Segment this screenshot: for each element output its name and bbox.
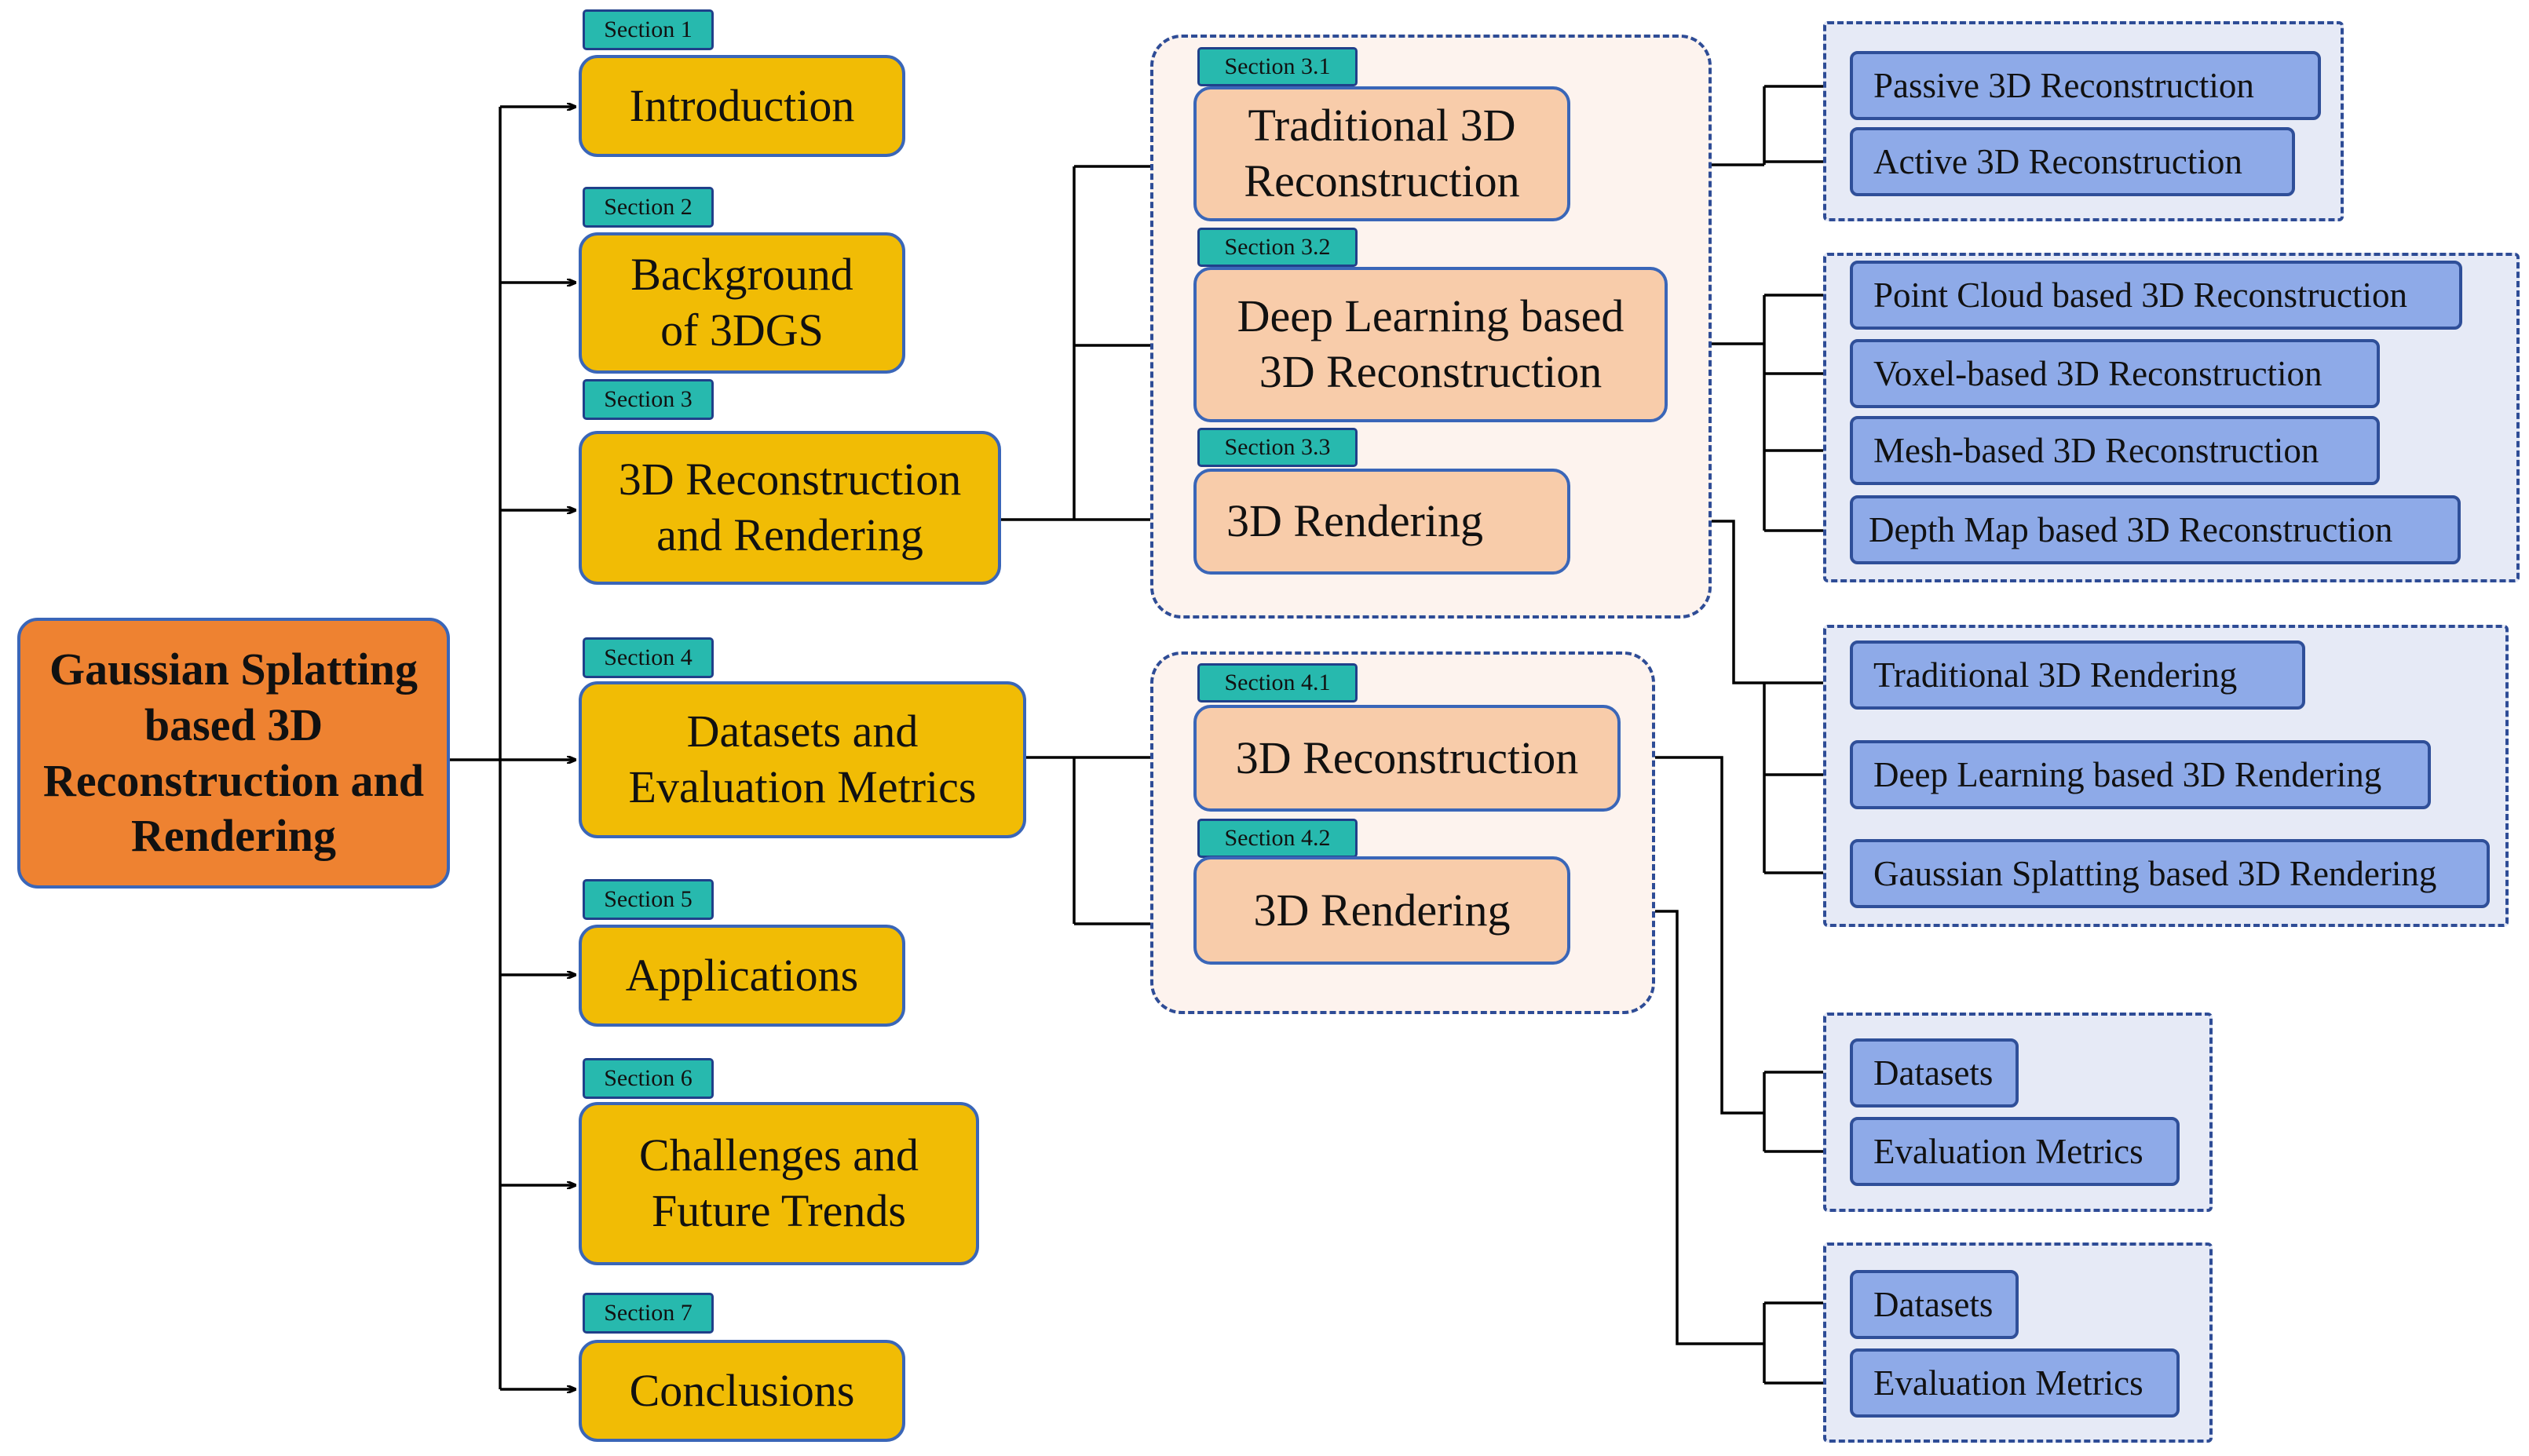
section-3-1-tag: Section 3.1: [1197, 47, 1358, 86]
leaf-mesh-reconstruction: Mesh-based 3D Reconstruction: [1850, 416, 2380, 485]
root-node: Gaussian Splatting based 3D Reconstructi…: [17, 618, 450, 889]
leaf-reconstruction-evaluation-metrics: Evaluation Metrics: [1850, 1117, 2180, 1186]
leaf-traditional-rendering: Traditional 3D Rendering: [1850, 640, 2305, 710]
leaf-gaussian-splatting-rendering: Gaussian Splatting based 3D Rendering: [1850, 839, 2490, 908]
section-3-3-tag: Section 3.3: [1197, 428, 1358, 467]
section-5-node: Applications: [579, 925, 905, 1027]
leaf-rendering-evaluation-metrics: Evaluation Metrics: [1850, 1348, 2180, 1418]
section-3-3-node: 3D Rendering: [1193, 469, 1570, 575]
section-7-node: Conclusions: [579, 1340, 905, 1442]
section-4-2-tag: Section 4.2: [1197, 819, 1358, 858]
section-6-tag: Section 6: [583, 1058, 714, 1099]
section-5-tag: Section 5: [583, 879, 714, 920]
leaf-reconstruction-datasets: Datasets: [1850, 1038, 2019, 1108]
leaf-passive-3d-reconstruction: Passive 3D Reconstruction: [1850, 51, 2321, 120]
section-1-node: Introduction: [579, 55, 905, 157]
section-3-2-tag: Section 3.2: [1197, 228, 1358, 267]
leaf-voxel-reconstruction: Voxel-based 3D Reconstruction: [1850, 339, 2380, 408]
section-4-1-node: 3D Reconstruction: [1193, 705, 1621, 812]
section-4-tag: Section 4: [583, 637, 714, 678]
section-4-1-tag: Section 4.1: [1197, 663, 1358, 702]
section-3-2-node: Deep Learning based 3D Reconstruction: [1193, 267, 1668, 422]
section-3-node: 3D Reconstruction and Rendering: [579, 431, 1001, 585]
section-1-tag: Section 1: [583, 9, 714, 50]
section-6-node: Challenges and Future Trends: [579, 1102, 979, 1265]
connector-4-1-trunk: [1621, 756, 1764, 1115]
leaf-deep-learning-rendering: Deep Learning based 3D Rendering: [1850, 740, 2431, 809]
leaf-rendering-datasets: Datasets: [1850, 1270, 2019, 1339]
section-2-node: Background of 3DGS: [579, 232, 905, 374]
section-4-node: Datasets and Evaluation Metrics: [579, 681, 1026, 838]
section-2-tag: Section 2: [583, 187, 714, 228]
section-3-tag: Section 3: [583, 379, 714, 420]
leaf-point-cloud-reconstruction: Point Cloud based 3D Reconstruction: [1850, 261, 2462, 330]
section-4-2-node: 3D Rendering: [1193, 856, 1570, 965]
section-3-1-node: Traditional 3D Reconstruction: [1193, 86, 1570, 221]
leaf-active-3d-reconstruction: Active 3D Reconstruction: [1850, 127, 2295, 196]
section-7-tag: Section 7: [583, 1293, 714, 1334]
leaf-depth-map-reconstruction: Depth Map based 3D Reconstruction: [1850, 495, 2461, 564]
